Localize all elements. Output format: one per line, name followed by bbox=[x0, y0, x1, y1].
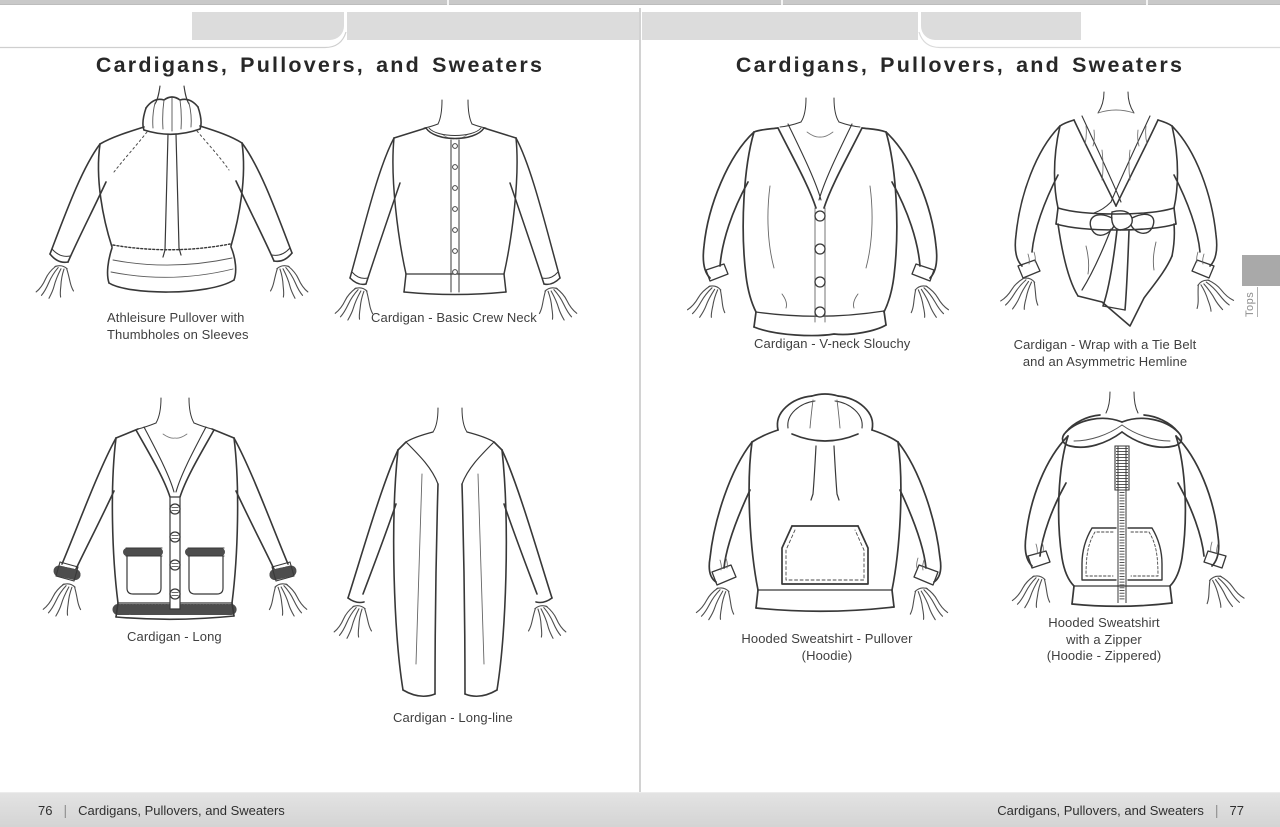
page-stack-edge-left-b bbox=[347, 12, 639, 40]
page-top-curl-lines bbox=[0, 31, 1280, 49]
section-tab-tops[interactable] bbox=[1242, 255, 1280, 286]
caption-cardigan-wrap-tie-belt: Cardigan - Wrap with a Tie Belt and an A… bbox=[1013, 337, 1197, 369]
illustration-cardigan-long-line bbox=[332, 407, 568, 698]
caption-hoodie-pullover: Hooded Sweatshirt - Pullover (Hoodie) bbox=[741, 631, 913, 663]
footer-band: 76 | Cardigans, Pullovers, and Sweaters … bbox=[0, 792, 1280, 827]
caption-athleisure-pullover: Athleisure Pullover with Thumbholes on S… bbox=[107, 310, 249, 342]
right-page-number: 77 bbox=[1229, 802, 1244, 818]
left-page-footer: 76 | Cardigans, Pullovers, and Sweaters bbox=[38, 793, 285, 827]
illustration-athleisure-pullover bbox=[34, 85, 310, 305]
top-strip-notch bbox=[1146, 0, 1148, 5]
left-page-title: Cardigans, Pullovers, and Sweaters bbox=[95, 53, 545, 77]
right-page-footer: Cardigans, Pullovers, and Sweaters | 77 bbox=[997, 793, 1244, 827]
spread-gutter bbox=[639, 8, 641, 792]
viewer-top-strip bbox=[0, 0, 1280, 5]
footer-separator: | bbox=[1214, 802, 1219, 818]
top-strip-notch bbox=[781, 0, 783, 5]
illustration-cardigan-basic-crew-neck bbox=[333, 99, 579, 327]
caption-hoodie-zippered: Hooded Sweatshirt with a Zipper (Hoodie … bbox=[1046, 615, 1162, 663]
page-stack-edge-right-a bbox=[642, 12, 918, 40]
illustration-cardigan-long bbox=[41, 397, 309, 623]
page-stack-edge-right-b bbox=[921, 12, 1081, 40]
illustration-hoodie-zippered bbox=[1010, 391, 1246, 617]
page-stack-edge-left-a bbox=[192, 12, 344, 40]
right-footer-section: Cardigans, Pullovers, and Sweaters bbox=[997, 802, 1204, 818]
caption-cardigan-vneck-slouchy: Cardigan - V-neck Slouchy bbox=[754, 336, 911, 351]
illustration-cardigan-vneck-slouchy bbox=[685, 97, 951, 337]
caption-cardigan-long-line: Cardigan - Long-line bbox=[393, 710, 513, 725]
caption-cardigan-long: Cardigan - Long bbox=[127, 629, 222, 644]
illustration-hoodie-pullover bbox=[694, 393, 950, 628]
caption-cardigan-basic-crew-neck: Cardigan - Basic Crew Neck bbox=[371, 310, 537, 325]
footer-separator: | bbox=[63, 802, 68, 818]
left-footer-section: Cardigans, Pullovers, and Sweaters bbox=[78, 802, 285, 818]
right-page-title: Cardigans, Pullovers, and Sweaters bbox=[735, 53, 1185, 77]
illustration-cardigan-wrap-tie-belt bbox=[999, 91, 1236, 327]
left-page-number: 76 bbox=[38, 802, 53, 818]
top-strip-notch bbox=[447, 0, 449, 5]
